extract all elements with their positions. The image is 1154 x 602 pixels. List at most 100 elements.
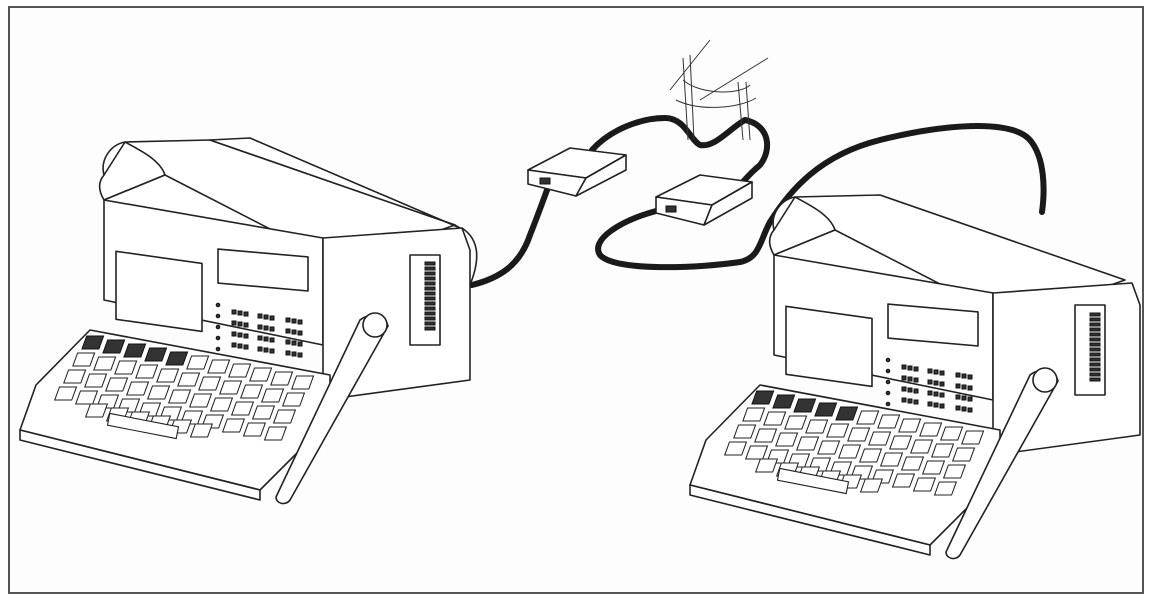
panel-button	[913, 399, 919, 405]
key	[940, 426, 964, 441]
led-segment	[1089, 337, 1101, 342]
panel-button	[913, 388, 919, 394]
protocol-analyzer-left	[19, 137, 478, 505]
panel-button	[927, 401, 933, 407]
indicator-led	[885, 379, 891, 385]
panel-button	[269, 348, 275, 354]
panel-button	[243, 322, 249, 328]
led-segment	[1089, 367, 1101, 372]
key	[909, 439, 934, 454]
key	[763, 411, 787, 426]
panel-button	[961, 384, 967, 390]
panel-button	[285, 350, 291, 356]
led-segment	[424, 291, 436, 296]
panel-button	[243, 333, 249, 339]
key	[209, 397, 234, 412]
key	[74, 390, 99, 405]
key	[135, 364, 159, 379]
panel-button	[967, 385, 973, 391]
adapter-box-icon	[527, 147, 627, 197]
panel-button	[257, 324, 263, 330]
network-tap-icon	[669, 39, 769, 141]
key	[84, 403, 109, 418]
keyboard-keys	[53, 335, 315, 441]
key	[270, 371, 294, 386]
led-segment	[424, 271, 436, 276]
panel-button	[901, 375, 907, 381]
panel-button	[901, 386, 907, 392]
key	[263, 426, 288, 441]
panel-button	[243, 344, 249, 350]
panel-button	[927, 379, 933, 385]
panel-button	[933, 369, 939, 375]
keyboard-keys	[723, 390, 985, 496]
key	[291, 375, 315, 390]
panel-button	[933, 391, 939, 397]
key	[856, 410, 880, 425]
key	[114, 360, 138, 375]
panel-button	[939, 403, 945, 409]
indicator-led	[885, 401, 891, 407]
panel-button	[955, 372, 961, 378]
key	[84, 373, 108, 388]
led-segment	[1089, 347, 1101, 352]
key	[847, 427, 871, 442]
key	[919, 422, 943, 437]
key	[53, 386, 78, 401]
space-bar	[776, 467, 850, 495]
panel-button	[955, 405, 961, 411]
panel-button	[955, 383, 961, 389]
indicator-led	[215, 346, 221, 352]
key	[156, 368, 180, 383]
panel-button	[269, 326, 275, 332]
panel-button	[901, 397, 907, 403]
panel-button	[243, 311, 249, 317]
led-segment	[1089, 312, 1101, 317]
key	[188, 393, 213, 408]
panel-button	[961, 406, 967, 412]
panel-button	[263, 314, 269, 320]
key	[228, 363, 252, 378]
key	[221, 418, 246, 433]
key	[793, 398, 817, 413]
key	[144, 347, 168, 362]
led-segment	[424, 261, 436, 266]
led-segment	[424, 281, 436, 286]
key	[207, 359, 231, 374]
panel-button	[263, 336, 269, 342]
key	[249, 367, 273, 382]
key	[146, 385, 171, 400]
key	[900, 456, 925, 471]
panel-button	[285, 328, 291, 334]
panel-button	[933, 402, 939, 408]
panel-button	[927, 368, 933, 374]
panel-button	[237, 332, 243, 338]
key	[784, 415, 808, 430]
key	[796, 436, 820, 451]
side-panel-leds	[424, 261, 436, 331]
panel-button	[257, 346, 263, 352]
key	[772, 394, 796, 409]
panel-button	[913, 366, 919, 372]
panel-button	[907, 365, 913, 371]
indicator-led	[215, 324, 221, 330]
panel-button	[955, 394, 961, 400]
panel-button	[285, 317, 291, 323]
panel-button	[291, 340, 297, 346]
panel-button	[291, 318, 297, 324]
key	[961, 430, 985, 445]
led-segment	[1089, 332, 1101, 337]
key	[814, 402, 838, 417]
key	[754, 458, 779, 473]
panel-button	[967, 396, 973, 402]
panel-button	[237, 321, 243, 327]
key	[858, 448, 883, 463]
key	[805, 419, 829, 434]
led-segment	[424, 326, 436, 331]
led-segment	[424, 301, 436, 306]
key	[219, 380, 243, 395]
key	[891, 473, 916, 488]
panel-button	[291, 329, 297, 335]
panel-button	[231, 320, 237, 326]
indicator-led	[885, 357, 891, 363]
